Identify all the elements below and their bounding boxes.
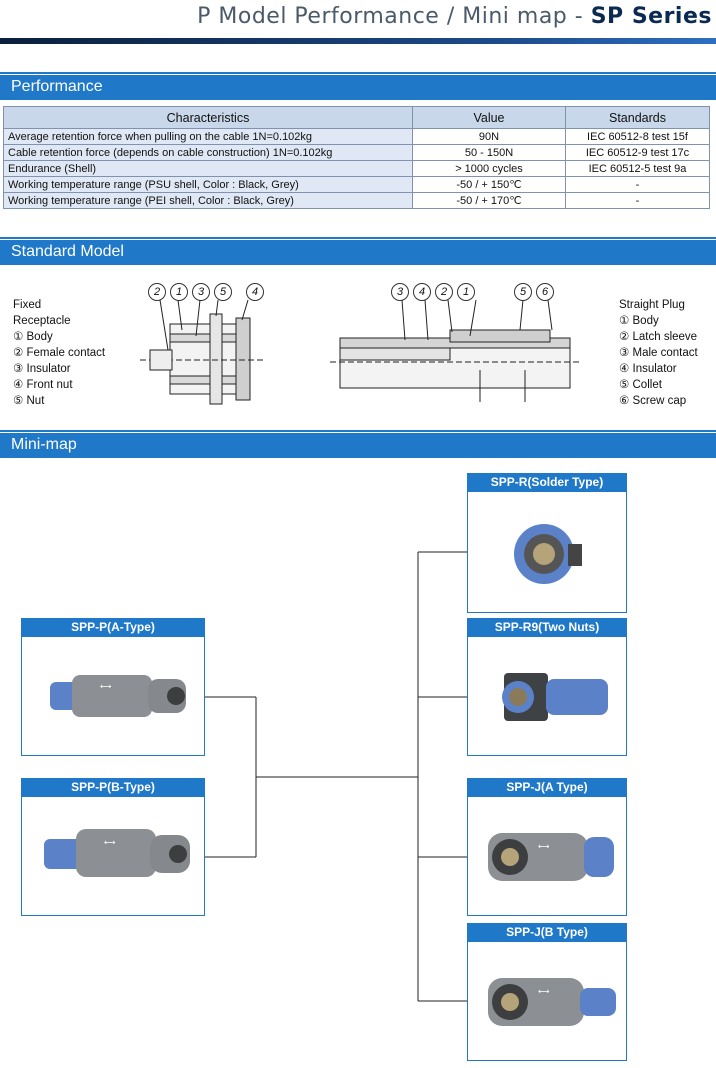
header-rule — [0, 38, 716, 44]
product-image: ⟷ — [21, 796, 205, 916]
legend-item: ③ Insulator — [13, 363, 71, 375]
section-title: Performance — [11, 78, 103, 95]
legend-title: Receptacle — [13, 315, 71, 327]
product-label: SPP-R(Solder Type) — [467, 473, 627, 491]
section-bar-standard-model: Standard Model — [0, 240, 716, 265]
callout-number: 6 — [536, 283, 554, 301]
product-image: ⟷ — [21, 636, 205, 756]
table-cell: Working temperature range (PEI shell, Co… — [3, 192, 413, 209]
legend-item: ⑤ Nut — [13, 395, 45, 407]
callout-number: 4 — [246, 283, 264, 301]
receptacle-cross-section — [140, 300, 265, 405]
section-bar-performance: Performance — [0, 75, 716, 100]
section-separator — [0, 237, 716, 239]
connector-image — [502, 673, 608, 721]
legend-item: ④ Front nut — [13, 379, 73, 391]
product-image — [467, 636, 627, 756]
table-cell: IEC 60512-8 test 15f — [565, 128, 710, 145]
page-title: P Model Performance / Mini map - SP Seri… — [197, 4, 712, 29]
table-row: Working temperature range (PSU shell, Co… — [3, 176, 710, 193]
callout-number: 2 — [435, 283, 453, 301]
svg-text:⟷: ⟷ — [104, 838, 116, 847]
svg-text:⟷: ⟷ — [100, 682, 112, 691]
legend-title: Straight Plug — [619, 299, 685, 311]
connector-image: ⟷ — [50, 675, 186, 717]
product-label: SPP-J(A Type) — [467, 778, 627, 796]
product-label: SPP-J(B Type) — [467, 923, 627, 941]
table-cell: Working temperature range (PSU shell, Co… — [3, 176, 413, 193]
section-title: Standard Model — [11, 243, 124, 260]
product-card-spp-j-a[interactable]: SPP-J(A Type) ⟷ — [467, 778, 627, 916]
page-header: P Model Performance / Mini map - SP Seri… — [0, 0, 716, 38]
callout-number: 3 — [192, 283, 210, 301]
legend-item: ③ Male contact — [619, 347, 698, 359]
callout-number: 4 — [413, 283, 431, 301]
callout-number: 2 — [148, 283, 166, 301]
table-cell: - — [565, 176, 710, 193]
legend-item: ⑤ Collet — [619, 379, 662, 391]
callout-number: 5 — [214, 283, 232, 301]
table-cell: Average retention force when pulling on … — [3, 128, 413, 145]
table-cell: Endurance (Shell) — [3, 160, 413, 177]
connector-image: ⟷ — [488, 978, 616, 1026]
svg-text:⟷: ⟷ — [538, 842, 550, 851]
product-label: SPP-P(B-Type) — [21, 778, 205, 796]
product-card-spp-r[interactable]: SPP-R(Solder Type) — [467, 473, 627, 613]
connector-image: ⟷ — [44, 829, 190, 877]
product-image — [467, 491, 627, 613]
section-title: Mini-map — [11, 436, 77, 453]
plug-cross-section — [330, 300, 580, 402]
legend-item: ① Body — [619, 315, 659, 327]
table-row: Average retention force when pulling on … — [3, 128, 710, 145]
connector-image — [514, 524, 582, 584]
performance-table: Characteristics Value Standards Average … — [3, 106, 710, 209]
product-card-spp-p-a[interactable]: SPP-P(A-Type) ⟷ — [21, 618, 205, 756]
product-image: ⟷ — [467, 941, 627, 1061]
legend-item: ② Female contact — [13, 347, 106, 359]
section-bar-mini-map: Mini-map — [0, 433, 716, 458]
table-cell: Cable retention force (depends on cable … — [3, 144, 413, 161]
plug-legend: Straight Plug ① Body ② Latch sleeve ③ Ma… — [619, 297, 698, 409]
product-label: SPP-P(A-Type) — [21, 618, 205, 636]
legend-item: ⑥ Screw cap — [619, 395, 687, 407]
product-image: ⟷ — [467, 796, 627, 916]
svg-text:⟷: ⟷ — [538, 987, 550, 996]
table-cell: -50 / + 170℃ — [412, 192, 566, 209]
table-cell: 50 - 150N — [412, 144, 566, 161]
table-row: Working temperature range (PEI shell, Co… — [3, 192, 710, 209]
product-label: SPP-R9(Two Nuts) — [467, 618, 627, 636]
table-row: Cable retention force (depends on cable … — [3, 144, 710, 161]
receptacle-legend: Fixed Receptacle ① Body ② Female contact… — [13, 297, 105, 409]
callout-number: 1 — [170, 283, 188, 301]
product-card-spp-r9[interactable]: SPP-R9(Two Nuts) — [467, 618, 627, 756]
legend-item: ② Latch sleeve — [619, 331, 698, 343]
table-cell: IEC 60512-9 test 17c — [565, 144, 710, 161]
product-card-spp-j-b[interactable]: SPP-J(B Type) ⟷ — [467, 923, 627, 1061]
section-separator — [0, 72, 716, 74]
table-cell: - — [565, 192, 710, 209]
column-header: Standards — [565, 106, 710, 129]
connector-image: ⟷ — [488, 833, 614, 881]
product-card-spp-p-b[interactable]: SPP-P(B-Type) ⟷ — [21, 778, 205, 916]
callout-number: 1 — [457, 283, 475, 301]
section-separator — [0, 430, 716, 432]
legend-item: ④ Insulator — [619, 363, 677, 375]
legend-title: Fixed — [13, 299, 42, 311]
callout-number: 3 — [391, 283, 409, 301]
legend-item: ① Body — [13, 331, 53, 343]
